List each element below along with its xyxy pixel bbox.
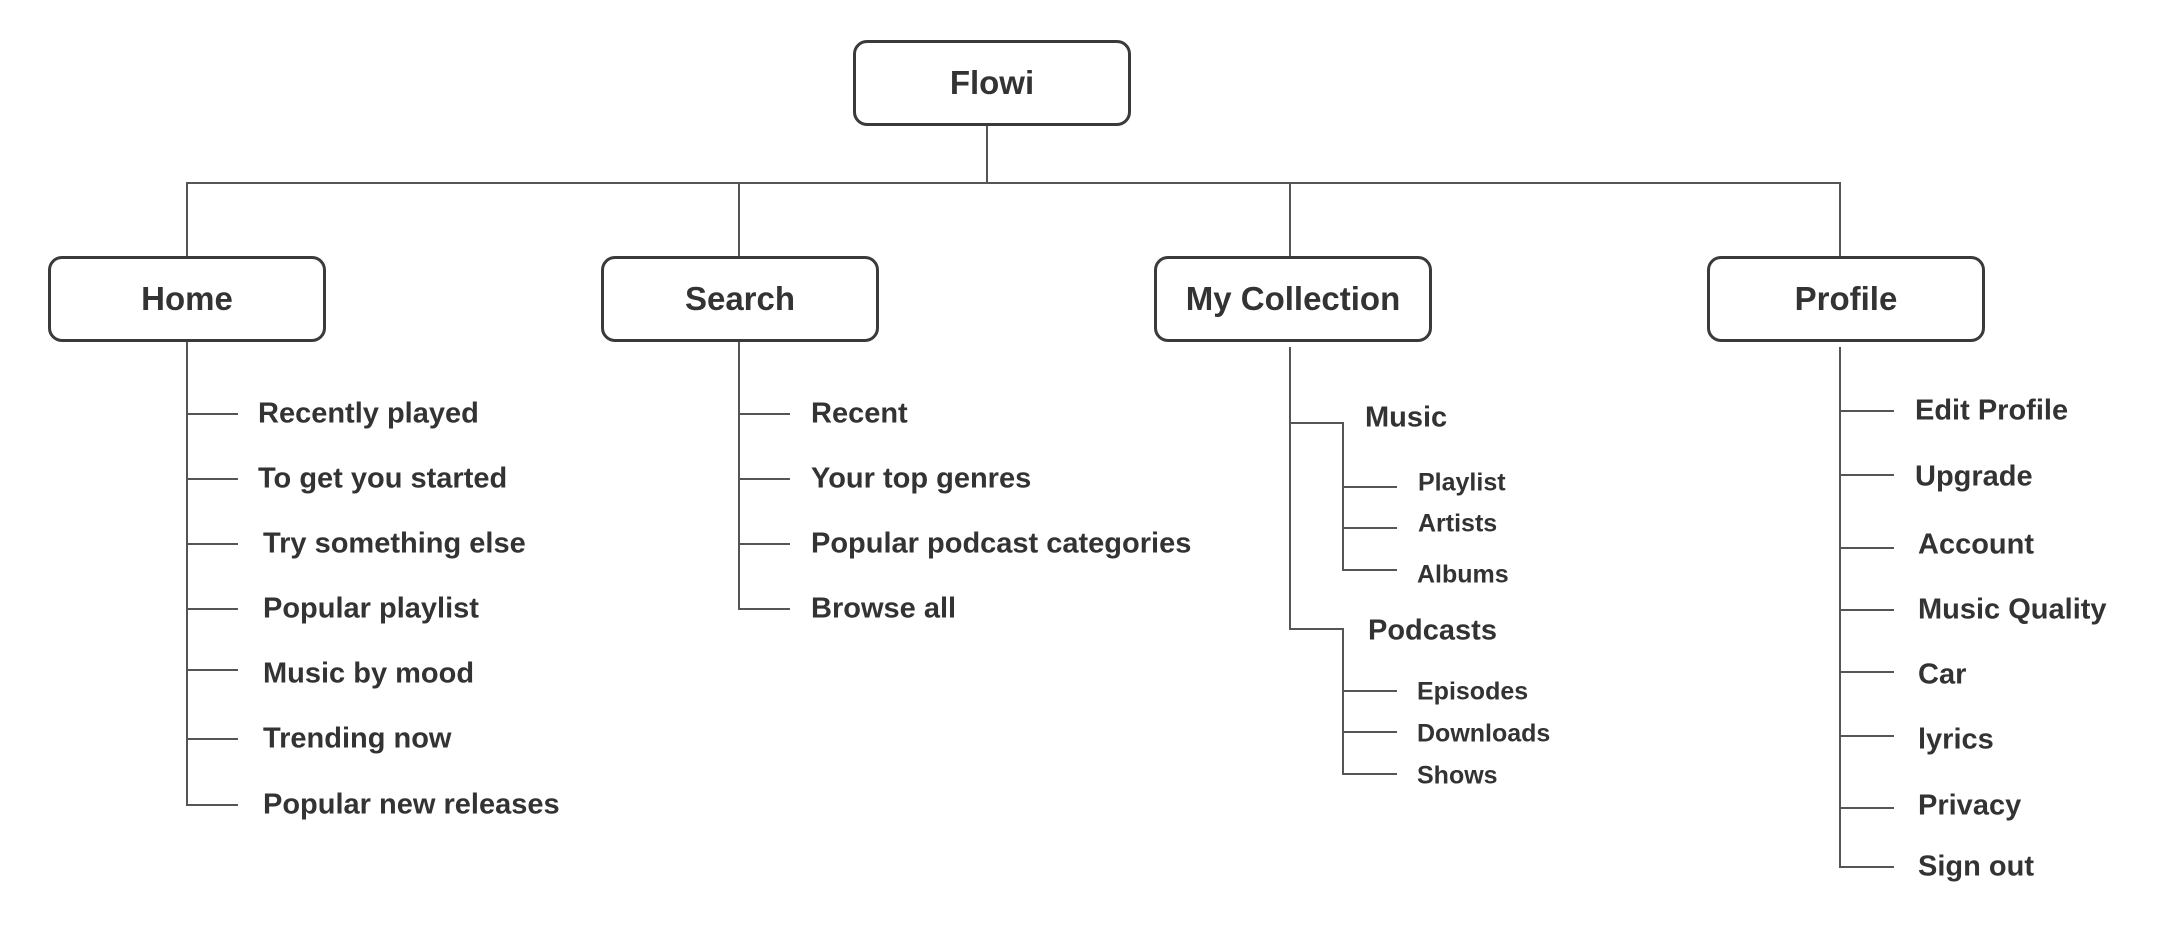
profile-item: Car	[1918, 658, 1967, 691]
home-item: Popular new releases	[263, 788, 560, 821]
profile-item: Music Quality	[1918, 593, 2107, 626]
collection-group-podcasts: Podcasts	[1368, 614, 1497, 647]
root-node: Flowi	[853, 40, 1131, 126]
collection-item: Artists	[1418, 509, 1498, 538]
home-item: Popular playlist	[263, 592, 479, 625]
root-label: Flowi	[949, 64, 1035, 101]
collection-item: Albums	[1417, 560, 1509, 589]
section-my-collection: My Collection	[1154, 256, 1432, 342]
section-label: Home	[141, 280, 233, 317]
collection-group-music: Music	[1365, 401, 1448, 434]
profile-item: lyrics	[1918, 723, 1994, 756]
home-item: Recently played	[258, 397, 479, 430]
profile-item: Sign out	[1918, 850, 2034, 883]
home-item: Trending now	[263, 722, 452, 755]
profile-item: Upgrade	[1915, 460, 2033, 493]
section-label: My Collection	[1185, 280, 1401, 317]
section-label: Profile	[1794, 280, 1898, 317]
profile-item: Account	[1918, 528, 2034, 561]
profile-item: Privacy	[1918, 789, 2022, 822]
home-item: Music by mood	[263, 657, 475, 690]
collection-item: Playlist	[1418, 468, 1506, 497]
home-item: To get you started	[258, 462, 508, 495]
collection-item: Episodes	[1417, 677, 1529, 706]
home-item: Try something else	[263, 527, 526, 560]
search-item: Popular podcast categories	[811, 527, 1192, 560]
collection-item: Downloads	[1417, 719, 1551, 748]
search-item: Your top genres	[811, 462, 1032, 495]
search-item: Browse all	[811, 592, 957, 625]
collection-item: Shows	[1417, 761, 1498, 790]
profile-item: Edit Profile	[1915, 394, 2069, 427]
section-home: Home	[48, 256, 326, 342]
section-profile: Profile	[1707, 256, 1985, 342]
search-item: Recent	[811, 397, 908, 430]
section-label: Search	[684, 280, 796, 317]
section-search: Search	[601, 256, 879, 342]
